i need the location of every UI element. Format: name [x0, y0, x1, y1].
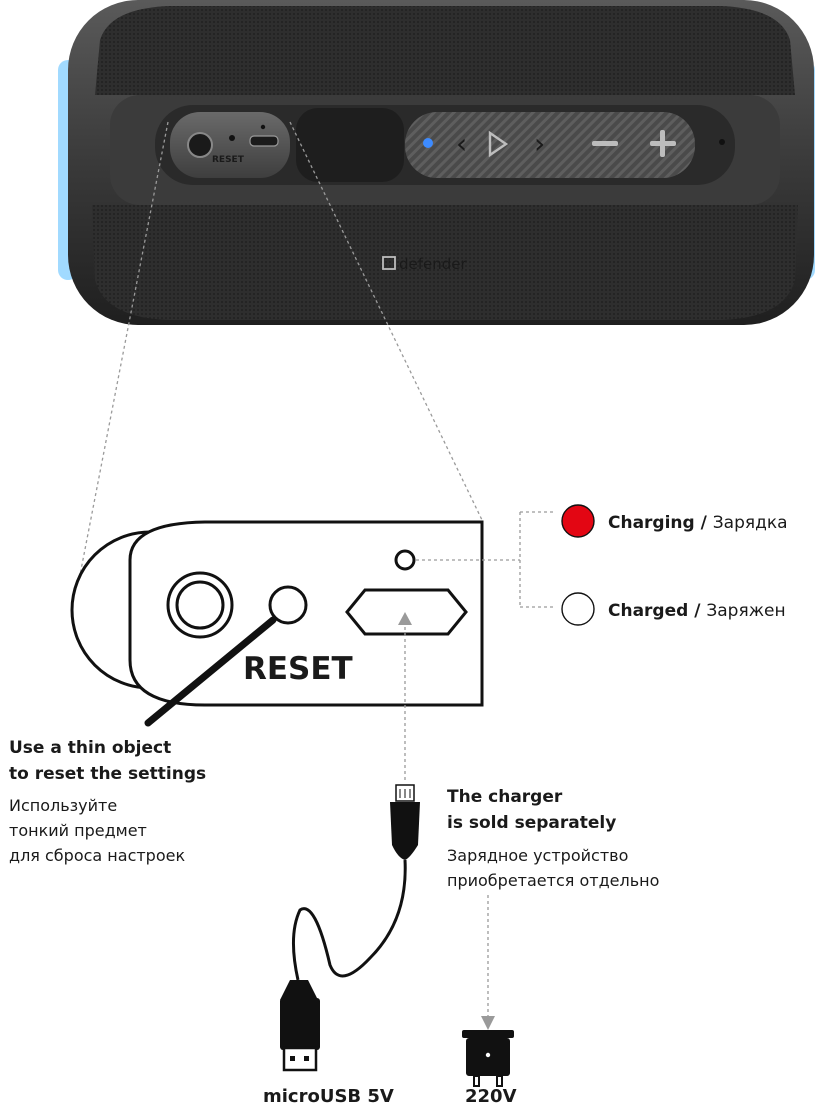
microusb-cable	[280, 784, 420, 1072]
cable-guide-arrow	[398, 612, 412, 625]
control-strip	[405, 112, 695, 178]
zoom-guides	[79, 121, 483, 576]
reset-button-hole[interactable]	[268, 585, 308, 625]
next-track-icon[interactable]: ›	[534, 127, 545, 160]
led-callout-lines	[416, 511, 556, 608]
cable-label: microUSB 5V	[263, 1086, 394, 1107]
reset-label-small: RESET	[212, 155, 245, 165]
volume-down-icon[interactable]	[592, 141, 618, 146]
reset-note-en-2: to reset the settings	[9, 764, 206, 784]
reset-note-ru-2: тонкий предмет	[9, 821, 147, 840]
reset-note-ru-1: Используйте	[9, 796, 117, 815]
reset-note-en-1: Use a thin object	[9, 738, 171, 758]
charger-note-ru-1: Зарядное устройство	[447, 846, 628, 865]
usb-a-plug	[282, 1046, 318, 1072]
charging-indicator-dot	[561, 504, 595, 538]
volume-up-icon-vertical	[660, 130, 665, 157]
thin-object-pin	[144, 616, 277, 727]
microusb-port[interactable]	[345, 588, 468, 636]
cable-wire	[291, 859, 407, 981]
charged-label: Charged / Заряжен	[608, 601, 786, 621]
adapter-label: 220V	[465, 1086, 517, 1107]
top-grille	[95, 6, 795, 95]
led-small	[260, 124, 266, 130]
bluetooth-indicator	[423, 138, 433, 148]
prev-track-icon[interactable]: ‹	[456, 127, 467, 160]
speaker-body: RESET ‹ › defender	[58, 0, 815, 325]
charger-note-en-1: The charger	[447, 787, 563, 807]
bottom-grille	[92, 205, 798, 320]
power-adapter-icon	[462, 1030, 514, 1087]
reset-instruction: Use a thin object to reset the settings …	[9, 738, 206, 865]
port-cover-outline	[128, 520, 484, 707]
port-cover-panel	[170, 112, 290, 178]
usb-a-body	[280, 998, 320, 1050]
play-pause-icon[interactable]	[488, 130, 509, 158]
charging-label: Charging / Зарядка	[608, 513, 788, 533]
reset-label: RESET	[243, 651, 353, 687]
aux-port-inner	[175, 580, 225, 630]
aux-port	[166, 571, 234, 639]
defender-logo-icon	[382, 256, 396, 270]
port-panel-zoom: RESET	[70, 520, 484, 727]
charger-note-ru-2: приобретается отдельно	[447, 871, 659, 890]
charger-instruction: The charger is sold separately Зарядное …	[447, 787, 659, 890]
mic-hole	[719, 139, 725, 145]
charger-note-en-2: is sold separately	[447, 813, 616, 833]
usb-port-small	[249, 135, 279, 147]
aux-port-small	[187, 132, 213, 158]
rubber-flap	[296, 108, 404, 182]
brand-logo: defender	[399, 255, 468, 273]
reset-hole-small	[229, 135, 235, 141]
reset-note-ru-3: для сброса настроек	[9, 846, 185, 865]
charge-led	[394, 549, 416, 571]
microusb-plug-body	[390, 802, 420, 860]
usb-a-neck	[280, 980, 318, 1000]
charged-indicator-dot	[561, 592, 595, 626]
adapter-guide-arrow	[481, 1016, 495, 1030]
